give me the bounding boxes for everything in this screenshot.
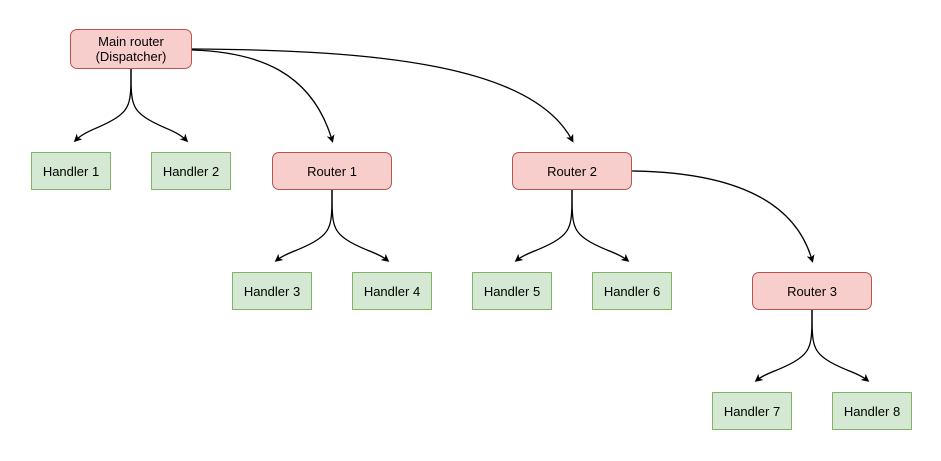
node-label-main-router: Main router (Dispatcher) [95,34,167,64]
node-label-handler-2: Handler 2 [162,163,220,179]
node-label-handler-7: Handler 7 [723,403,781,419]
edge-router-1-handler-3 [274,189,333,262]
node-handler-3[interactable]: Handler 3 [232,272,312,310]
node-handler-2[interactable]: Handler 2 [151,152,231,190]
edge-main-handler-2 [130,68,189,143]
edge-router-2-handler-6 [571,189,630,262]
node-handler-7[interactable]: Handler 7 [712,392,792,430]
node-handler-4[interactable]: Handler 4 [352,272,432,310]
edges-group [73,48,870,382]
node-label-handler-8: Handler 8 [843,403,901,419]
node-main-router[interactable]: Main router (Dispatcher) [70,29,192,69]
node-label-router-2: Router 2 [547,163,597,179]
node-label-handler-5: Handler 5 [483,283,541,299]
node-label-handler-6: Handler 6 [603,283,661,299]
node-label-handler-3: Handler 3 [243,283,301,299]
node-label-handler-4: Handler 4 [363,283,421,299]
node-router-2[interactable]: Router 2 [512,152,632,190]
edge-router-2-router-3 [631,170,815,263]
node-handler-8[interactable]: Handler 8 [832,392,912,430]
node-handler-6[interactable]: Handler 6 [592,272,672,310]
node-router-1[interactable]: Router 1 [272,152,392,190]
node-handler-5[interactable]: Handler 5 [472,272,552,310]
edge-router-2-handler-5 [514,189,573,262]
edge-router-3-handler-8 [811,309,870,382]
node-router-3[interactable]: Router 3 [752,272,872,310]
node-label-router-3: Router 3 [787,283,837,299]
edge-main-handler-1 [73,68,132,143]
edge-router-3-handler-7 [754,309,813,382]
node-label-handler-1: Handler 1 [42,163,100,179]
edge-router-1-handler-4 [331,189,390,262]
node-label-router-1: Router 1 [307,163,357,179]
edge-main-router-2 [191,48,574,143]
edge-main-router-1 [191,49,335,143]
node-handler-1[interactable]: Handler 1 [31,152,111,190]
